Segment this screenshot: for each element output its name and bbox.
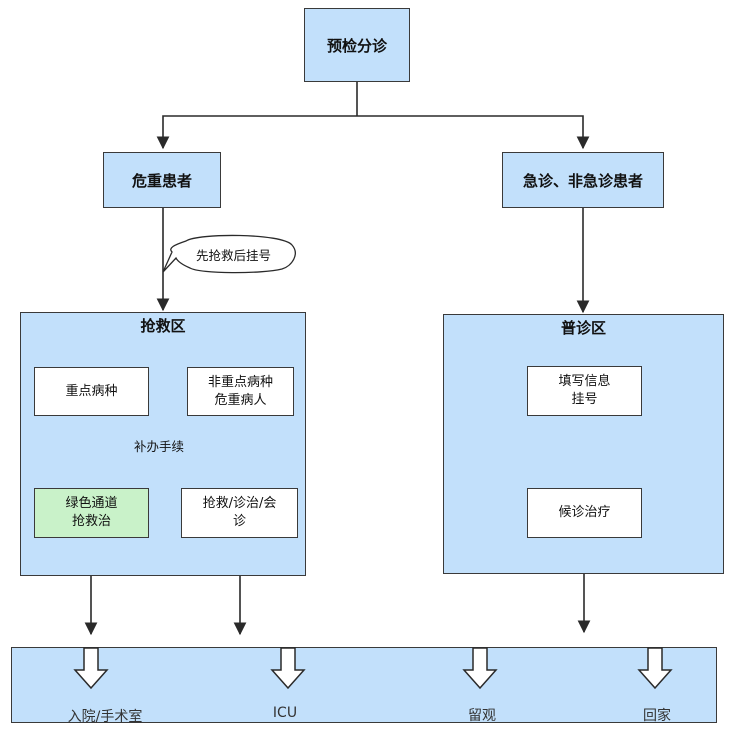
callout-paperwork-text: 补办手续: [134, 439, 185, 454]
non-key-critical-node: 非重点病种 危重病人: [187, 367, 294, 416]
destination-icu: ICU: [272, 705, 298, 721]
triage-label: 预检分诊: [326, 36, 387, 55]
rescue-treat-line2: 诊: [232, 514, 246, 529]
key-disease-label: 重点病种: [65, 383, 118, 399]
callout-rescue-first-text: 先抢救后挂号: [196, 248, 272, 263]
rescue-treat-line1: 抢救/诊治/会: [202, 496, 277, 511]
wait-treatment-label: 候诊治疗: [558, 505, 611, 520]
destinations-band: [11, 647, 717, 723]
register-line2: 挂号: [571, 392, 598, 407]
green-channel-line1: 绿色通道: [65, 496, 118, 511]
block-arrow-down-icon: [462, 647, 498, 690]
non-key-line2: 危重病人: [214, 392, 267, 408]
triage-node: 预检分诊: [304, 8, 410, 82]
block-arrow-down-icon: [637, 647, 673, 690]
block-arrow-down-icon: [73, 647, 109, 690]
register-line1: 填写信息: [558, 374, 611, 389]
non-key-line1: 非重点病种: [207, 374, 273, 390]
wait-treatment-node: 候诊治疗: [527, 488, 642, 538]
destination-go-home: 回家: [643, 708, 671, 724]
general-area-title: 普诊区: [560, 319, 606, 337]
rescue-area-title: 抢救区: [140, 317, 186, 335]
nonurgent-patients-label: 急诊、非急诊患者: [522, 171, 643, 190]
destination-admission-surgery: 入院/手术室: [67, 709, 143, 725]
nonurgent-patients-node: 急诊、非急诊患者: [502, 152, 664, 208]
register-node: 填写信息 挂号: [527, 366, 642, 416]
block-arrow-down-icon: [270, 647, 306, 690]
green-channel-line2: 抢救治: [71, 514, 111, 529]
critical-patients-label: 危重患者: [131, 171, 192, 190]
connector-triage-to-critical: [156, 115, 357, 150]
key-disease-node: 重点病种: [34, 367, 149, 416]
green-channel-node: 绿色通道 抢救治: [34, 488, 149, 538]
callout-rescue-first-shape: [162, 234, 296, 274]
destination-observation: 留观: [468, 708, 496, 724]
critical-patients-node: 危重患者: [103, 152, 221, 208]
connector-triage-to-nonurgent: [357, 115, 590, 150]
rescue-treat-consult-node: 抢救/诊治/会 诊: [181, 488, 298, 538]
